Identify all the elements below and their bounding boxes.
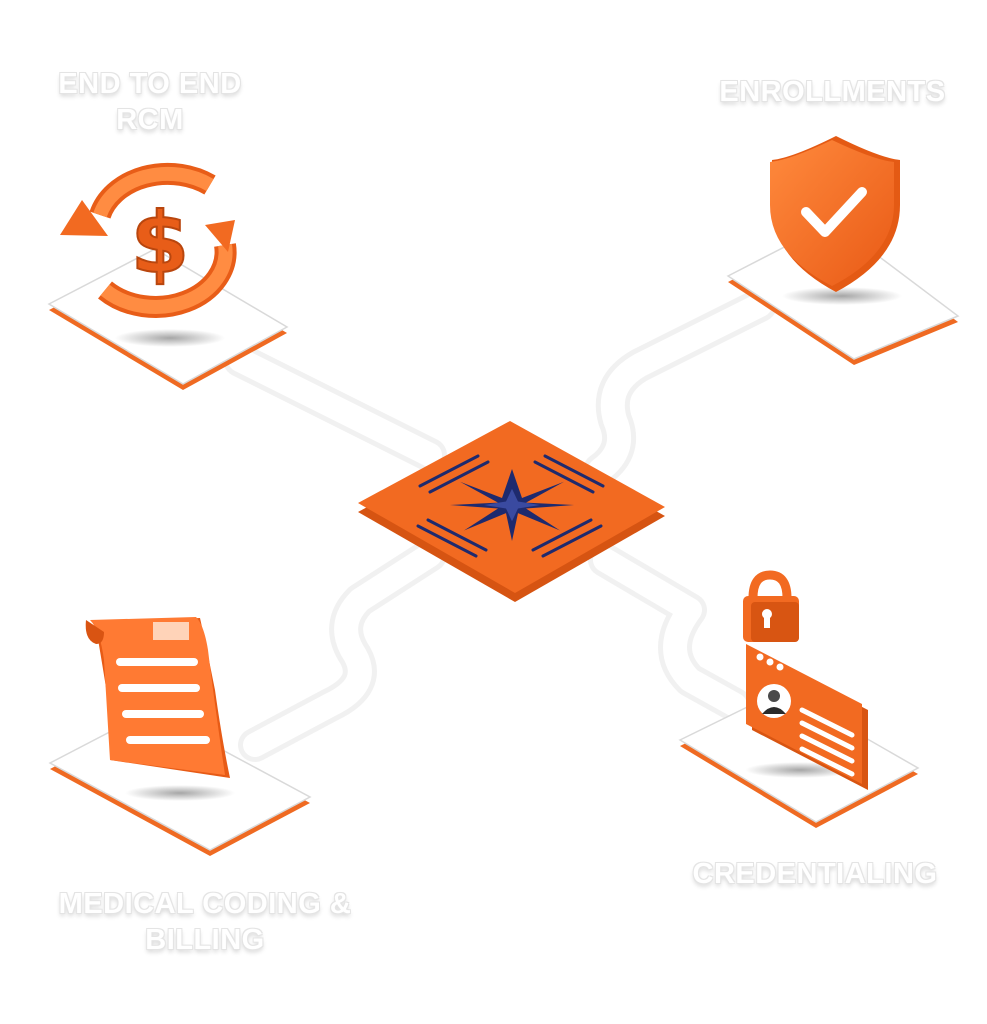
label-enrollments: ENROLLMENTS — [719, 76, 946, 108]
svg-text:$: $ — [131, 194, 189, 292]
shield-check-icon — [770, 136, 900, 292]
lock-id-card-icon — [743, 570, 868, 790]
platform-enrollments — [726, 221, 960, 365]
connector-paths — [223, 288, 777, 762]
compass-star-icon — [450, 469, 574, 541]
document-scroll-icon — [85, 617, 230, 778]
hub-platform — [358, 421, 665, 602]
label-credentialing: CREDENTIALING — [692, 858, 938, 890]
label-medical-coding-billing: MEDICAL CODING & BILLING — [58, 888, 352, 956]
label-end-to-end-rcm: END TO END RCM — [58, 68, 242, 136]
dollar-cycle-icon: $ — [60, 162, 237, 318]
